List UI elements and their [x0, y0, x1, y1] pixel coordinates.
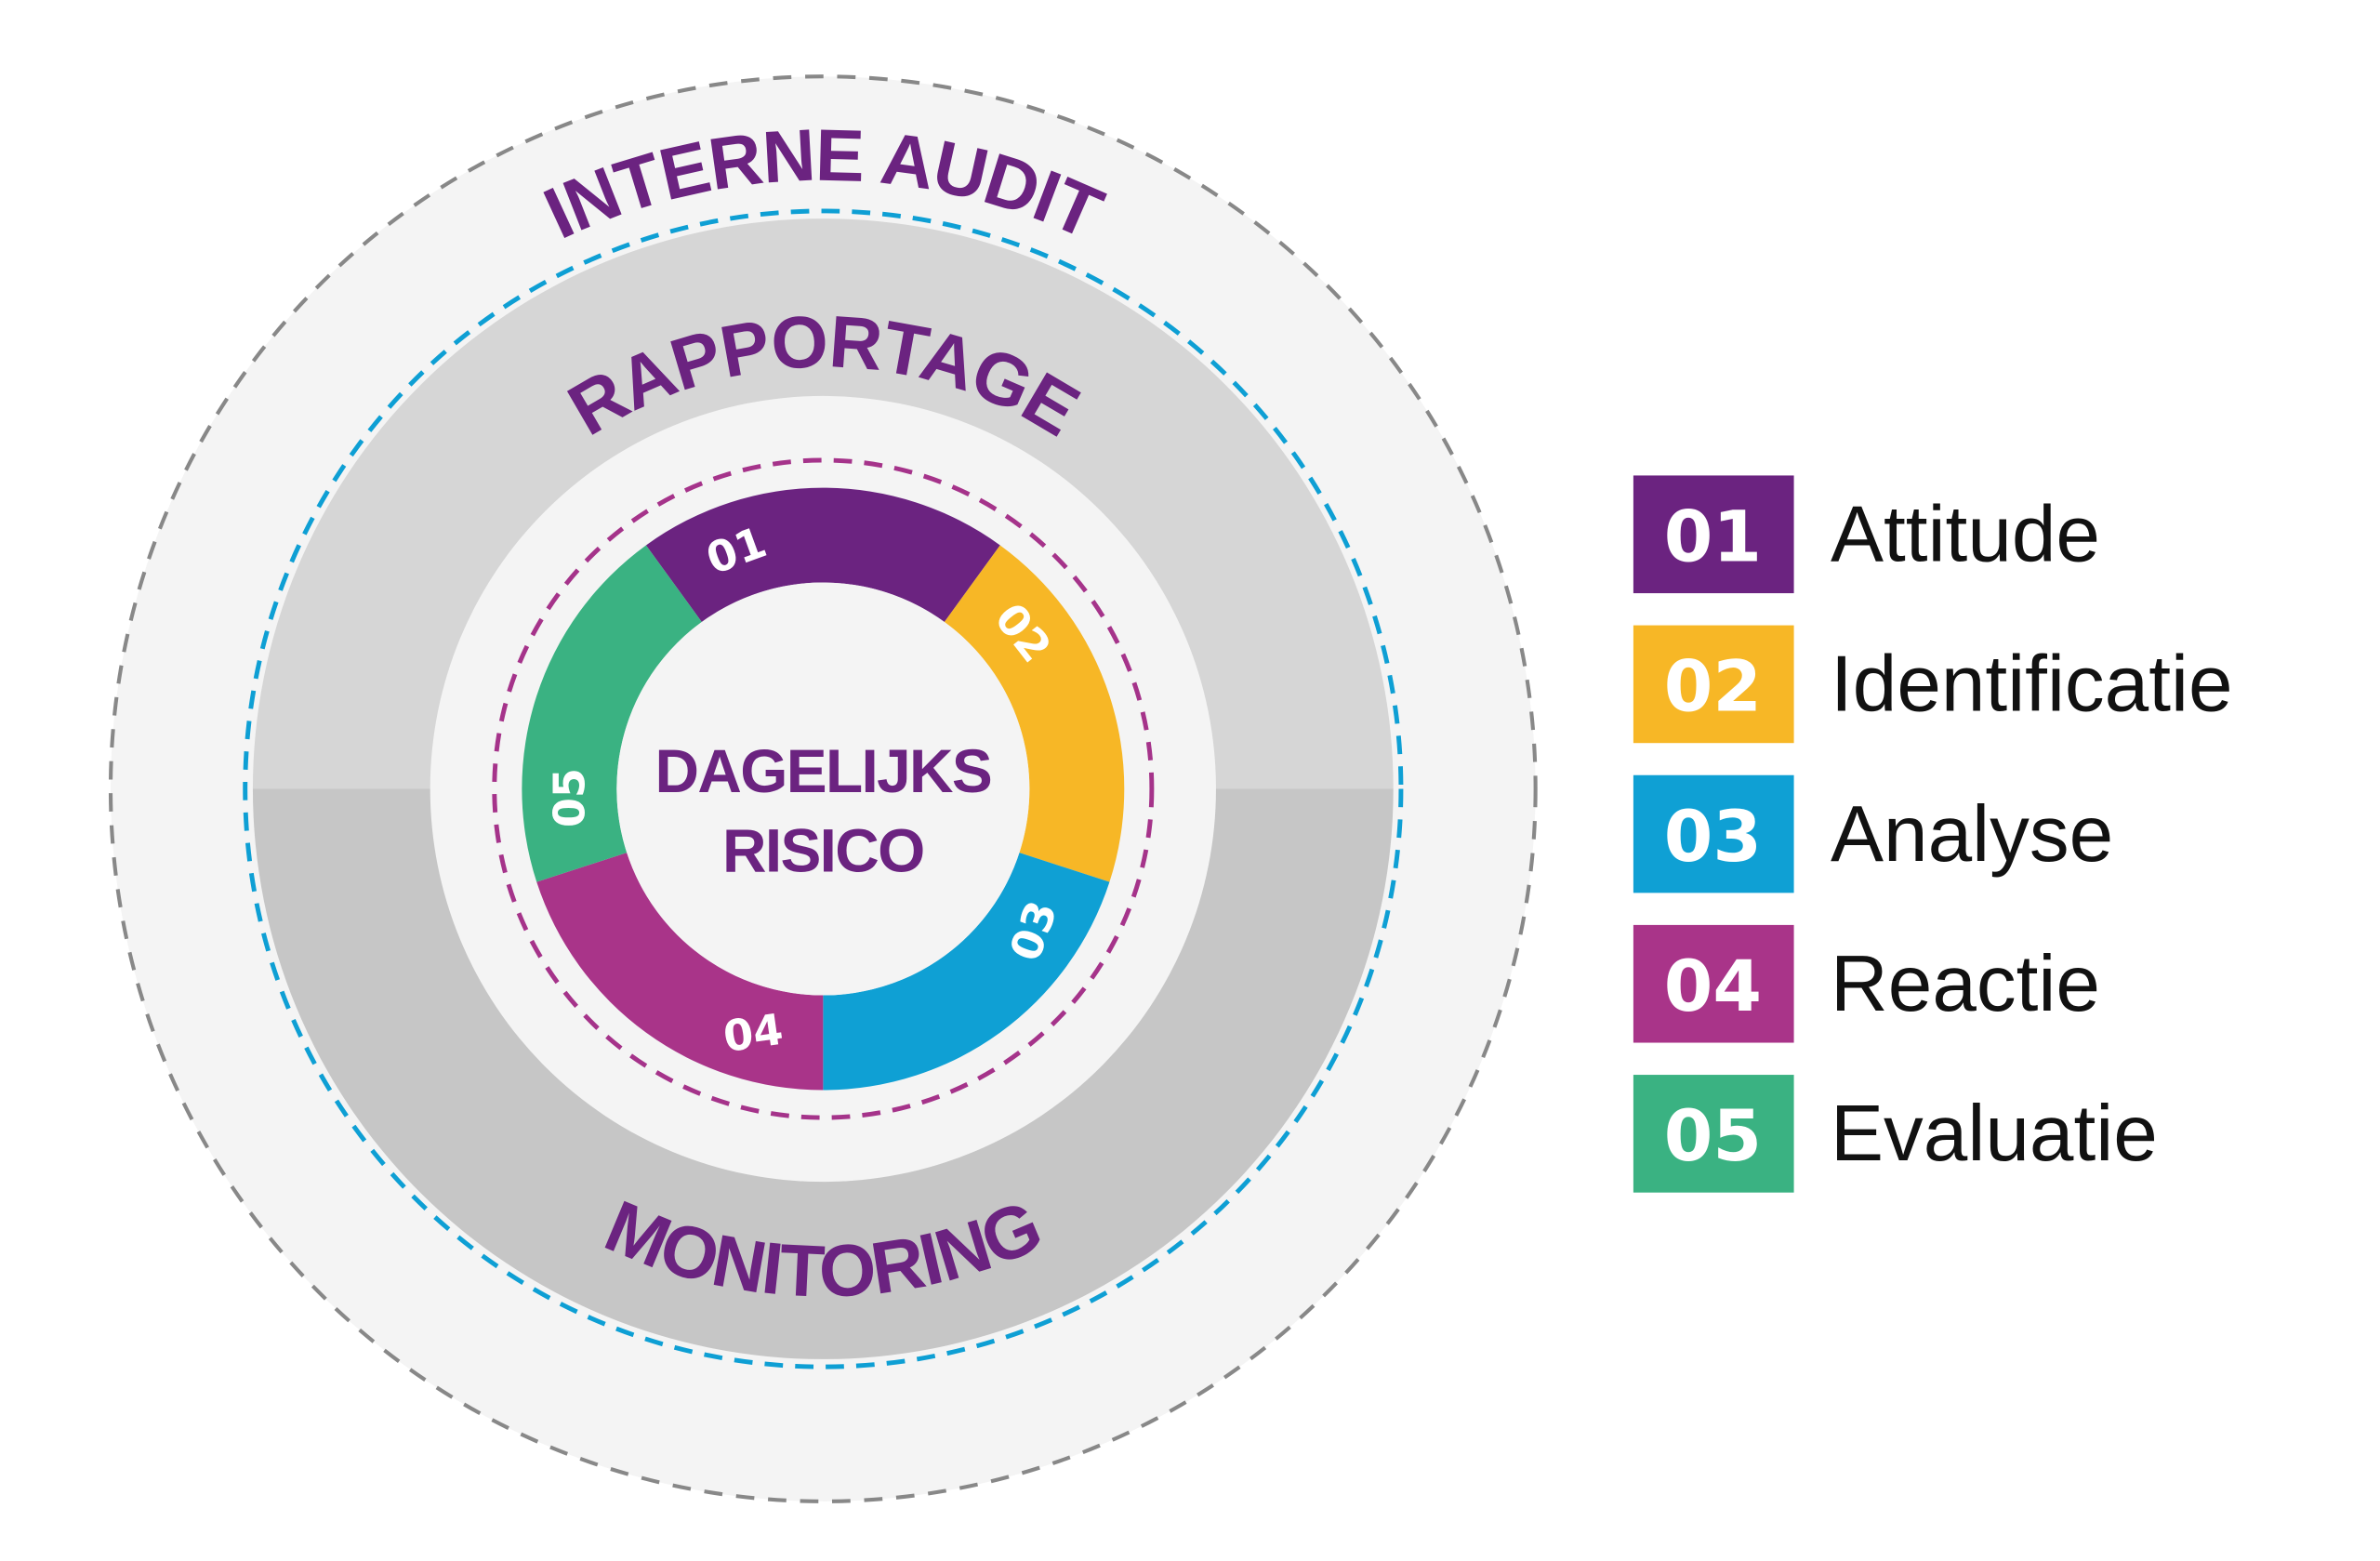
- legend-number: 02: [1664, 646, 1762, 728]
- legend-label: Reactie: [1831, 940, 2100, 1028]
- blue-dashed-ring: [243, 208, 1404, 1369]
- segment-04: [536, 853, 824, 1091]
- segment-number-05: 05: [545, 768, 595, 827]
- legend-swatch-04: [1633, 924, 1794, 1043]
- legend-number: 01: [1664, 496, 1762, 578]
- legend-label: Analyse: [1831, 790, 2113, 879]
- purple-dashed-ring: [492, 457, 1155, 1120]
- legend-number: 05: [1664, 1095, 1762, 1177]
- center-label-line2: RISICO: [722, 815, 924, 884]
- legend-label: Attitude: [1831, 491, 2100, 579]
- segment-01: [645, 487, 1000, 622]
- center-label-line1: DAGELIJKS: [655, 736, 992, 805]
- segment-03: [823, 853, 1110, 1091]
- segment-number-04: 04: [721, 1004, 787, 1062]
- legend-swatch-01: [1633, 475, 1794, 594]
- legend-number: 04: [1664, 946, 1762, 1027]
- segment-05: [522, 545, 702, 882]
- legend-label: Evaluatie: [1831, 1090, 2158, 1178]
- legend-swatch-03: [1633, 774, 1794, 893]
- legend-swatch-05: [1633, 1075, 1794, 1193]
- legend-swatch-02: [1633, 625, 1794, 744]
- legend: 01 Attitude 02 Identificatie 03 Analyse 04 Reac…: [1633, 475, 2233, 1193]
- legend-label: Identificatie: [1831, 641, 2233, 729]
- segment-02: [944, 545, 1125, 882]
- donut-center: [616, 582, 1030, 996]
- legend-number: 03: [1664, 796, 1762, 878]
